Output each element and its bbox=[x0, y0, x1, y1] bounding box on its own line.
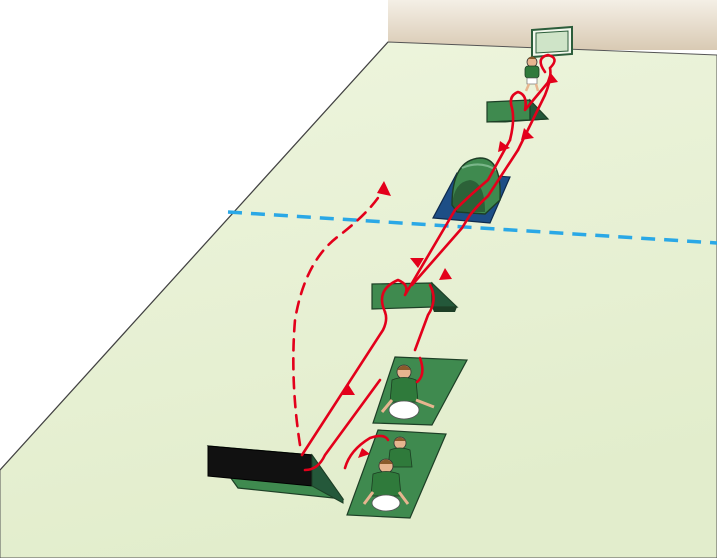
court-edge-left bbox=[0, 41, 389, 471]
child-figure-icon bbox=[524, 56, 540, 92]
child-figure-icon bbox=[380, 364, 435, 420]
dashed-return-arrow-icon bbox=[377, 181, 391, 196]
child-figure-icon bbox=[362, 458, 410, 512]
dashed-return-arrow-icon bbox=[292, 188, 385, 447]
route-arrow-icon bbox=[341, 72, 558, 458]
center-line-icon bbox=[227, 210, 717, 245]
bench-icon bbox=[206, 445, 345, 504]
goal-icon bbox=[531, 25, 573, 59]
court-floor bbox=[0, 41, 717, 558]
child-figure-icon bbox=[387, 436, 413, 468]
hurdle-icon bbox=[371, 281, 459, 312]
